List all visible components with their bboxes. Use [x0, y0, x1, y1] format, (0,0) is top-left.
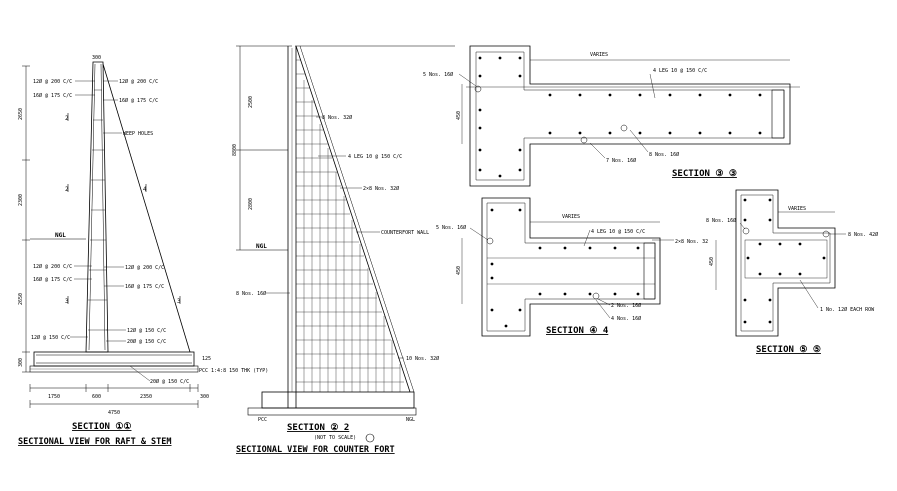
- s44-dim: 450: [456, 266, 462, 275]
- left-dim-3: 2650: [18, 293, 24, 305]
- s44-label-5nos: 5 Nos. 16Ø: [436, 224, 466, 231]
- mark-4: 4: [143, 186, 147, 193]
- section-5-5-text: VARIES 8 Nos. 16Ø 8 Nos. 42Ø 450 1 No. 1…: [706, 206, 878, 355]
- section-2-2-text: 2500 8800 2800 NGL 8 Nos. 32Ø 4 LEG 10 @…: [232, 96, 439, 455]
- section-3-3-title: SECTION ③ ③: [672, 169, 737, 179]
- cf-left-dim-1: 2500: [248, 96, 254, 108]
- cf-label-10nos32: 10 Nos. 32Ø: [406, 355, 439, 362]
- s33-label-5nos: 5 Nos. 16Ø: [423, 71, 453, 78]
- section-2-2-note: (NOT TO SCALE): [314, 435, 356, 441]
- section-3-3-drawing: [458, 45, 800, 187]
- rebar-left-4: 16Ø @ 175 C/C: [33, 276, 72, 283]
- mark-2b: 2: [65, 186, 69, 193]
- rebar-left-3: 12Ø @ 200 C/C: [33, 263, 72, 270]
- mark-3b: 3: [177, 298, 181, 305]
- section-5-5-drawing: [715, 189, 846, 337]
- total-dim: 4750: [108, 410, 120, 416]
- rebar-left-5: 12Ø @ 150 C/C: [31, 334, 70, 341]
- rebar-left-2: 16Ø @ 175 C/C: [33, 92, 72, 99]
- s44-label-4leg: 4 LEG 10 @ 150 C/C: [591, 229, 645, 235]
- section-2-2-marker: [365, 433, 375, 443]
- rebar-left-1: 12Ø @ 200 C/C: [33, 78, 72, 85]
- bottom-dim-3: 2350: [140, 394, 152, 400]
- s55-label-1no: 1 No. 12Ø EACH ROW: [820, 306, 875, 313]
- section-4-4-drawing: [461, 197, 674, 337]
- cf-label-counterfort: COUNTERFORT WALL: [381, 230, 429, 236]
- rebar-right-1: 12Ø @ 200 C/C: [119, 78, 158, 85]
- section-3-3-text: VARIES 5 Nos. 16Ø 4 LEG 10 @ 150 C/C 450…: [423, 52, 737, 179]
- cf-label-4leg: 4 LEG 10 @ 150 C/C: [348, 154, 402, 160]
- section-2-2-drawing: [236, 45, 455, 416]
- left-dim-2: 2300: [18, 194, 24, 206]
- cf-left-dim-3: 2800: [248, 198, 254, 210]
- s55-varies: VARIES: [788, 206, 806, 212]
- section-4-4-title: SECTION ④ 4: [546, 326, 609, 336]
- cf-label-pcc: PCC: [258, 417, 267, 423]
- section-1-1-text: 300 12Ø @ 200 C/C 16Ø @ 175 C/C 12Ø @ 20…: [18, 55, 268, 447]
- s55-dim: 450: [709, 257, 715, 266]
- cf-label-8nos16: 8 Nos. 16Ø: [236, 290, 266, 297]
- left-dim-4: 300: [18, 358, 24, 367]
- ngl-label-1: NGL: [55, 232, 66, 239]
- s33-label-8nos: 8 Nos. 16Ø: [649, 151, 679, 158]
- rebar-right-6: 20Ø @ 150 C/C: [127, 338, 166, 345]
- bottom-dim-1: 1750: [48, 394, 60, 400]
- rebar-right-4: 16Ø @ 175 C/C: [125, 283, 164, 290]
- section-5-5-title: SECTION ⑤ ⑤: [756, 345, 821, 355]
- cf-ngl-label: NGL: [256, 243, 267, 250]
- dim-top-300: 300: [92, 55, 101, 61]
- s44-label-2x8nos: 2×8 Nos. 32: [675, 239, 708, 245]
- s55-label-8nos42: 8 Nos. 42Ø: [848, 231, 878, 238]
- mark-3a: 3: [65, 298, 69, 305]
- section-4-4-text: VARIES 5 Nos. 16Ø 4 LEG 10 @ 150 C/C 2×8…: [436, 214, 708, 336]
- rebar-right-5: 12Ø @ 150 C/C: [127, 327, 166, 334]
- cf-label-2x8nos: 2×8 Nos. 32Ø: [363, 185, 399, 192]
- s33-label-4leg: 4 LEG 10 @ 150 C/C: [653, 68, 707, 74]
- s44-label-4nos: 4 Nos. 16Ø: [611, 315, 641, 322]
- rebar-right-7: 20Ø @ 150 C/C: [150, 378, 189, 385]
- pcc-label: PCC 1:4:8 150 THK (TYP): [199, 368, 268, 374]
- dim-right-125: 125: [202, 356, 211, 362]
- rebar-right-2: 16Ø @ 175 C/C: [119, 97, 158, 104]
- cf-left-dim-2: 8800: [232, 144, 238, 156]
- s44-varies: VARIES: [562, 214, 580, 220]
- left-dim-1: 2650: [18, 108, 24, 120]
- section-2-2-title: SECTION ② 2: [287, 423, 349, 433]
- section-1-1-caption: SECTIONAL VIEW FOR RAFT & STEM: [18, 437, 172, 447]
- s55-label-8nos16: 8 Nos. 16Ø: [706, 217, 736, 224]
- s44-label-2nos: 2 Nos. 16Ø: [611, 302, 641, 309]
- s33-varies: VARIES: [590, 52, 608, 58]
- mark-2a: 2: [65, 115, 69, 122]
- bottom-dim-2: 600: [92, 394, 101, 400]
- bottom-dim-4: 300: [200, 394, 209, 400]
- s33-label-7nos: 7 Nos. 16Ø: [606, 157, 636, 164]
- weep-holes-label: WEEP HOLES: [123, 131, 153, 137]
- s33-dim: 450: [456, 111, 462, 120]
- section-1-1-title: SECTION ①①: [72, 422, 131, 432]
- cf-label-ngl: NGL: [406, 417, 415, 423]
- section-2-2-caption: SECTIONAL VIEW FOR COUNTER FORT: [236, 445, 395, 455]
- section-1-1-drawing: [22, 61, 199, 408]
- rebar-right-3: 12Ø @ 200 C/C: [125, 264, 164, 271]
- cf-label-8nos32: 8 Nos. 32Ø: [322, 114, 352, 121]
